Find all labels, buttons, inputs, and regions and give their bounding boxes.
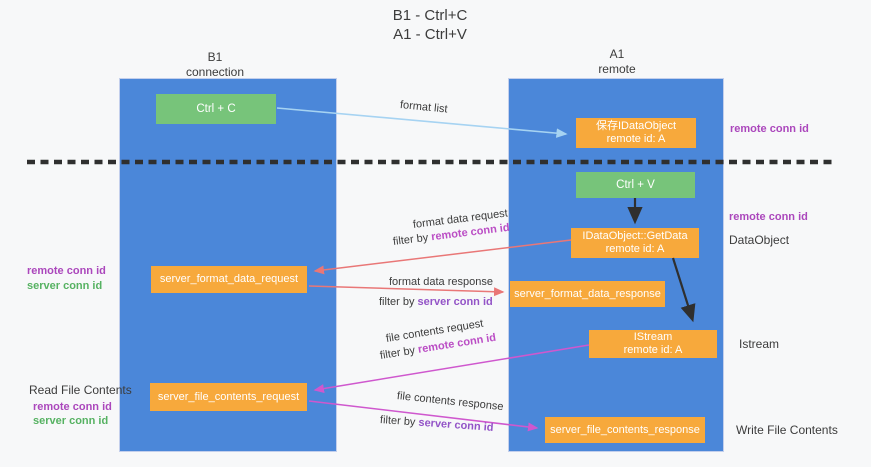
node-server-format-data-response: server_format_data_response [510,281,665,307]
annotation-read-file-contents: Read File Contents [29,383,132,397]
lane-right-name: A1 [609,47,625,61]
filter-server-conn-id: server conn id [417,296,493,308]
annotation-server-conn-id-left-top: server conn id [27,280,103,292]
annotation-remote-conn-id-left-bottom: remote conn id [33,401,112,413]
node-ctrl-v-label: Ctrl + V [616,178,655,191]
annotation-istream: Istream [739,337,780,351]
node-ctrl-c-label: Ctrl + C [196,102,236,115]
title-line1: B1 - Ctrl+C [392,7,468,24]
filter-by-prefix: filter by [379,296,415,308]
lane-header-right: A1 remote [562,47,672,77]
lane-left-role: connection [185,65,245,79]
node-getdata-line1: IDataObject::GetData [582,230,688,242]
format-list-label: format list [399,99,449,116]
node-file-request-label: server_file_contents_request [157,390,300,403]
annotation-remote-conn-id-mid: remote conn id [729,211,808,223]
annotation-remote-conn-id-top: remote conn id [730,123,809,135]
file-contents-response-filter: filter by server conn id [380,414,494,434]
node-ctrl-c: Ctrl + C [156,94,276,124]
filter-server-conn-id: server conn id [418,416,494,434]
lane-right-role: remote [598,62,636,76]
annotation-server-conn-id-left-bottom: server conn id [33,415,109,427]
filter-by-prefix: filter by [392,231,429,248]
node-istream: IStream remote id: A [589,330,717,358]
format-data-response-label: format data response [389,276,493,288]
node-save-idataobject-line2: remote id: A [606,133,666,145]
node-save-idataobject-line1: 保存IDataObject [595,120,677,132]
node-server-file-contents-response: server_file_contents_response [545,417,705,443]
node-save-idataobject: 保存IDataObject remote id: A [576,118,696,148]
node-istream-line1: IStream [633,331,673,343]
node-server-file-contents-request: server_file_contents_request [150,383,307,411]
diagram-title: B1 - Ctrl+C A1 - Ctrl+V [330,6,530,44]
file-contents-response-label: file contents response [396,390,505,414]
title-line2: A1 - Ctrl+V [393,26,467,43]
node-file-response-label: server_file_contents_response [550,423,700,436]
lane-header-left: B1 connection [160,50,270,80]
node-format-response-label: server_format_data_response [514,287,661,300]
node-istream-line2: remote id: A [623,344,683,356]
annotation-remote-conn-id-left-top: remote conn id [27,265,106,277]
node-server-format-data-request: server_format_data_request [151,266,307,293]
filter-by-prefix: filter by [379,414,416,429]
filter-by-prefix: filter by [379,344,416,362]
lane-left-name: B1 [207,50,223,64]
node-getdata-line2: remote id: A [605,243,665,255]
node-idataobject-getdata: IDataObject::GetData remote id: A [571,228,699,258]
node-format-request-label: server_format_data_request [159,273,299,285]
annotation-dataobject: DataObject [729,233,790,247]
node-ctrl-v: Ctrl + V [576,172,695,198]
annotation-write-file-contents: Write File Contents [736,423,838,437]
format-data-response-filter: filter by server conn id [379,296,493,308]
